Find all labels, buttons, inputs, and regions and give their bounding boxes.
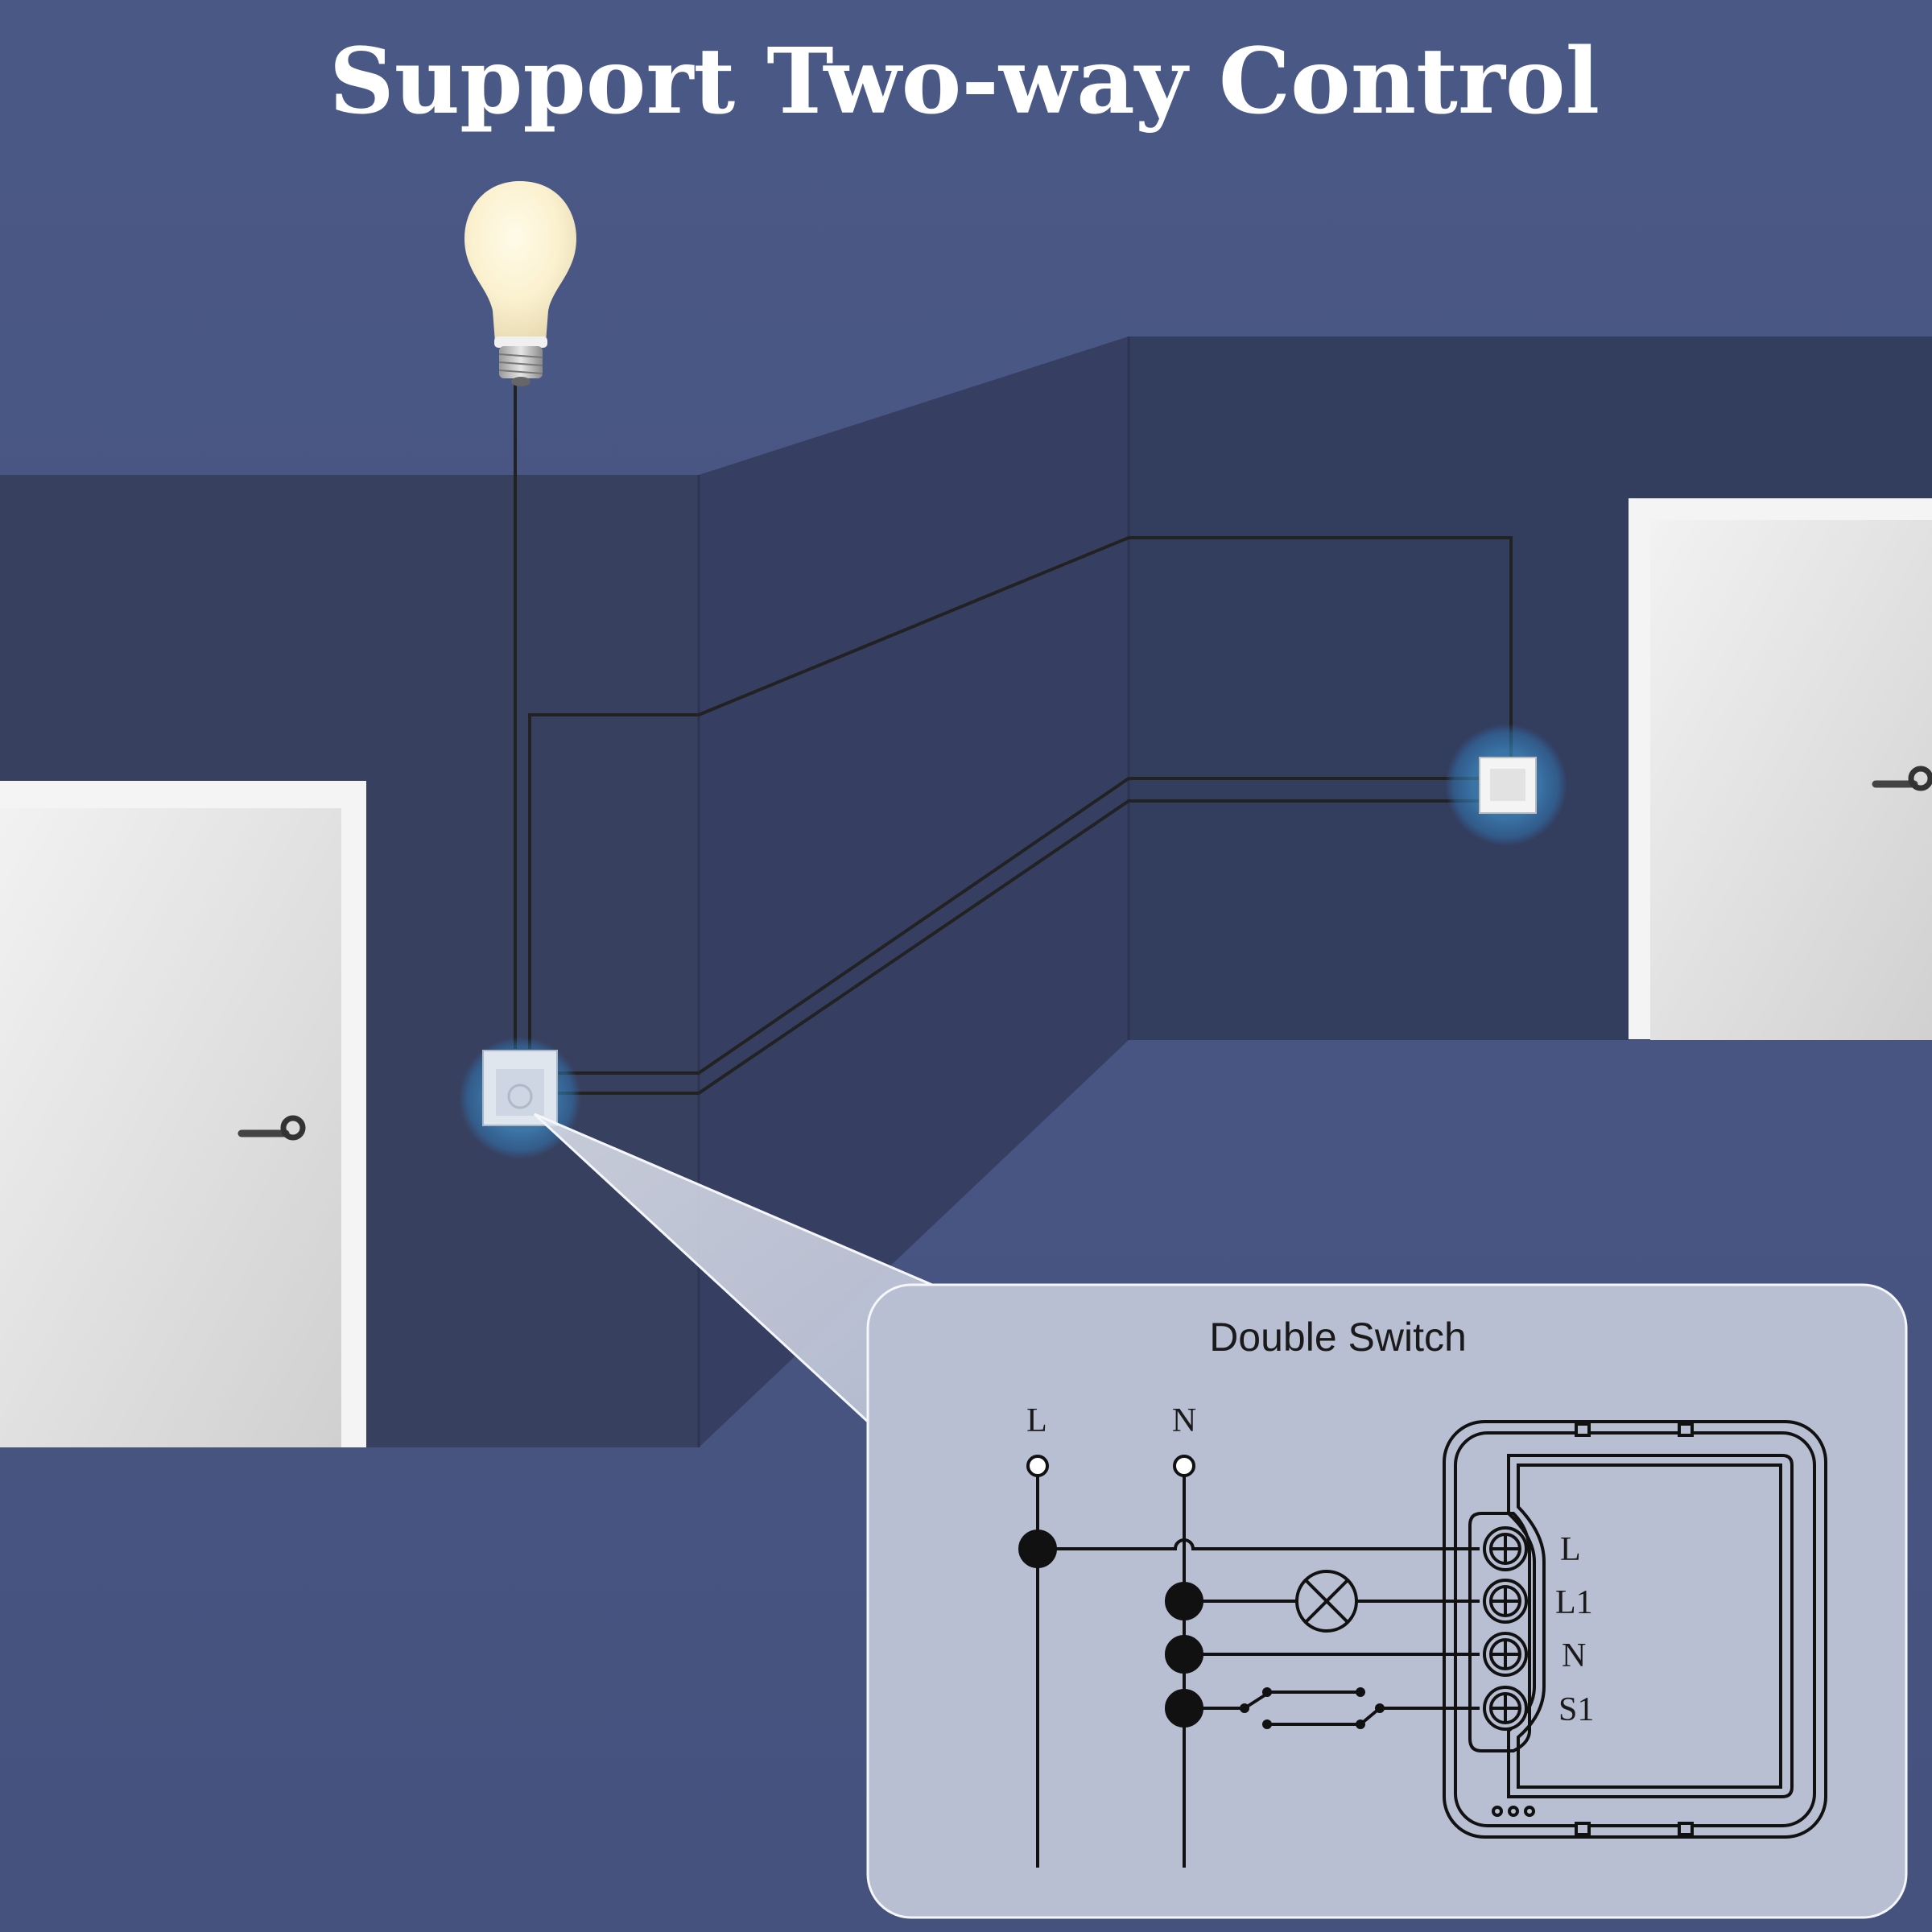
schematic: [1018, 1455, 1480, 1868]
door-knob: [1908, 766, 1932, 791]
wire-traveler-2: [555, 799, 1480, 1095]
junction-dot: [1165, 1689, 1203, 1728]
module-inner: [1454, 1431, 1816, 1827]
wall-switch-icon: [1445, 724, 1567, 846]
switch-rocker: [1490, 769, 1525, 801]
lamp-symbol-icon: [1295, 1570, 1358, 1633]
wiring-detail-panel: Double Switch L N: [866, 1283, 1908, 1919]
switch-ring: [507, 1084, 533, 1109]
bulb-collar: [494, 336, 547, 348]
module-cover: [1507, 1454, 1794, 1798]
door-icon: [0, 781, 366, 1447]
neutral-supply-label: N: [1172, 1402, 1196, 1439]
module-terminal-label-N: N: [1562, 1637, 1586, 1674]
smart-module-icon: [1443, 1420, 1827, 1839]
door-panel: [1650, 520, 1932, 1040]
wire-upper-traveler: [528, 536, 1513, 1049]
module-outer: [1443, 1420, 1827, 1839]
screw-terminal: [1483, 1632, 1528, 1677]
junction-dot: [1165, 1582, 1203, 1620]
junction-dot: [1165, 1635, 1203, 1674]
module-terminal-label-L: L: [1560, 1531, 1581, 1568]
screw-terminal: [1483, 1686, 1528, 1731]
live-terminal-point: [1026, 1455, 1049, 1477]
wire-traveler-1: [555, 777, 1480, 1075]
light-bulb-icon: [464, 181, 576, 386]
door-icon: [1629, 498, 1932, 1040]
panel-title: Double Switch: [1209, 1315, 1467, 1360]
corner-wall: [699, 336, 1129, 1447]
screw-terminal: [1483, 1579, 1528, 1624]
page-title: Support Two-way Control: [329, 29, 1600, 134]
wiring: [514, 385, 1513, 1095]
live-supply-label: L: [1026, 1402, 1047, 1439]
wire-L: [1038, 1538, 1480, 1550]
bulb-contact: [511, 377, 530, 386]
module-terminal-label-L1: L1: [1555, 1584, 1593, 1621]
door-panel: [0, 808, 341, 1447]
terminal-block: [1468, 1512, 1531, 1752]
junction-dot: [1018, 1530, 1057, 1568]
neutral-terminal-point: [1173, 1455, 1195, 1477]
module-terminal-label-S1: S1: [1558, 1691, 1594, 1728]
screw-terminal: [1483, 1526, 1528, 1571]
door-knob: [280, 1115, 306, 1141]
module-cover-inner: [1517, 1463, 1782, 1789]
bulb-glass: [464, 181, 576, 342]
